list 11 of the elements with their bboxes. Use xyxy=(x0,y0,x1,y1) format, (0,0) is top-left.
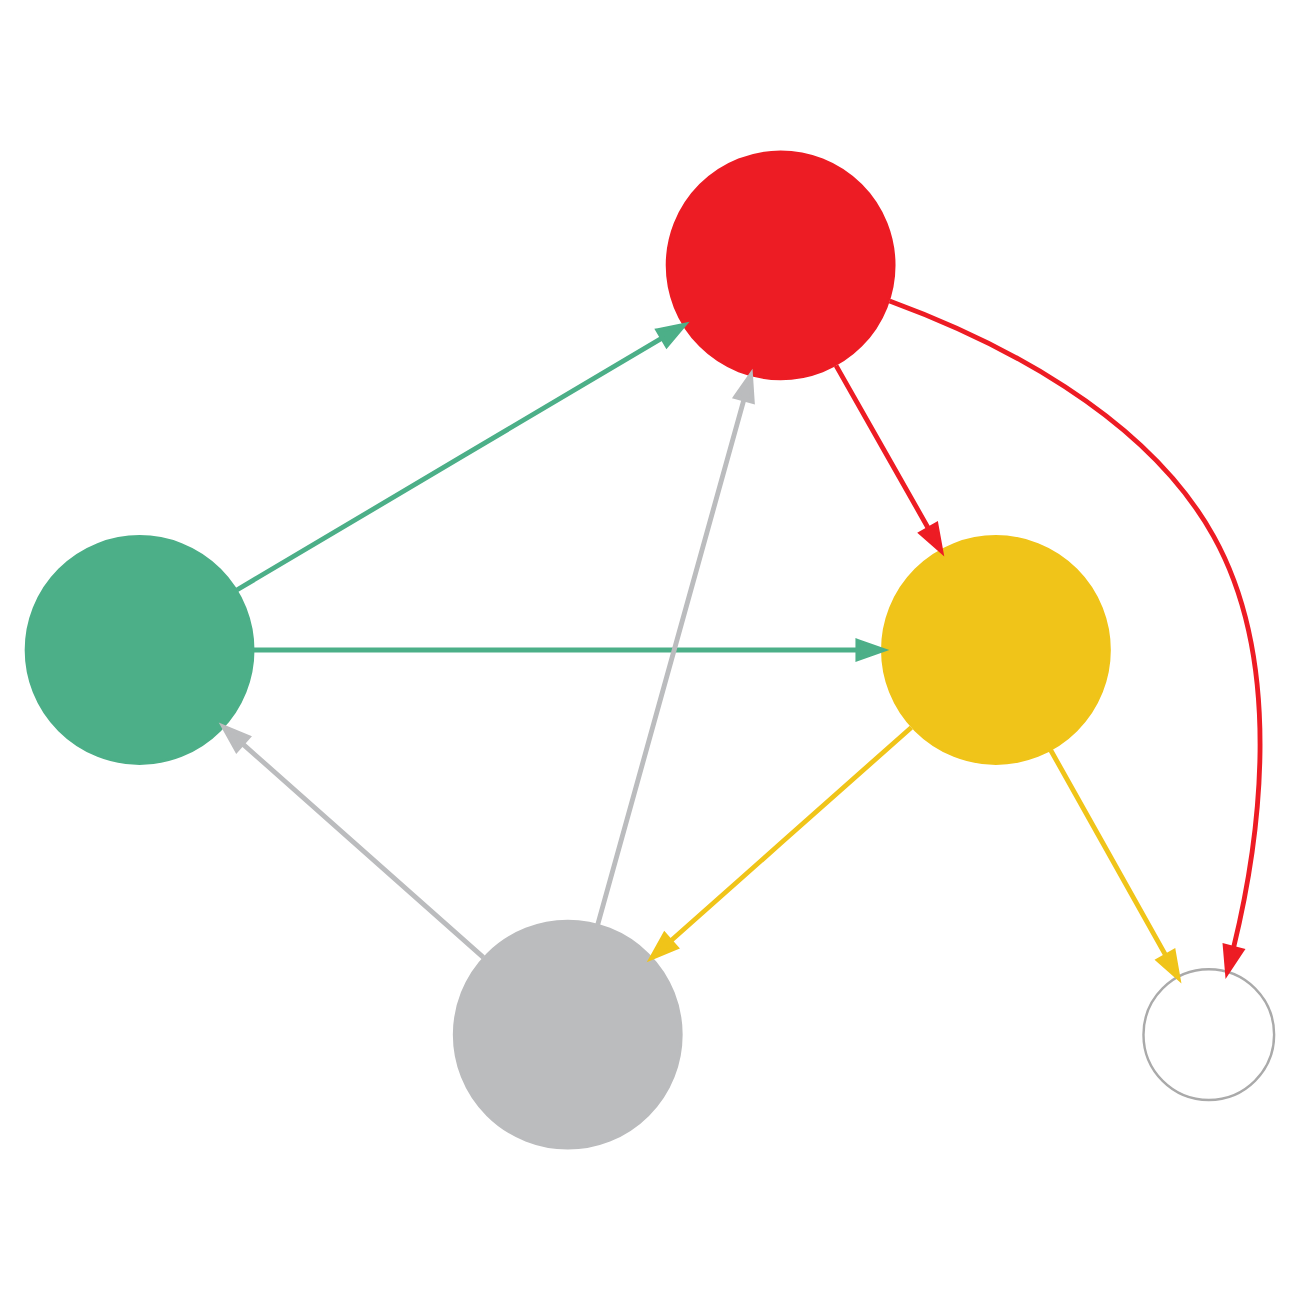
arrow xyxy=(218,722,485,960)
arrow xyxy=(833,364,945,557)
node-circle xyxy=(665,150,896,381)
node-circle xyxy=(1142,968,1276,1102)
arrow xyxy=(646,725,913,963)
arrow xyxy=(1048,749,1182,984)
arrow xyxy=(253,638,890,662)
node-circle xyxy=(881,535,1111,765)
arrow xyxy=(595,368,755,926)
arrow xyxy=(235,321,690,593)
arrow xyxy=(888,298,1263,979)
